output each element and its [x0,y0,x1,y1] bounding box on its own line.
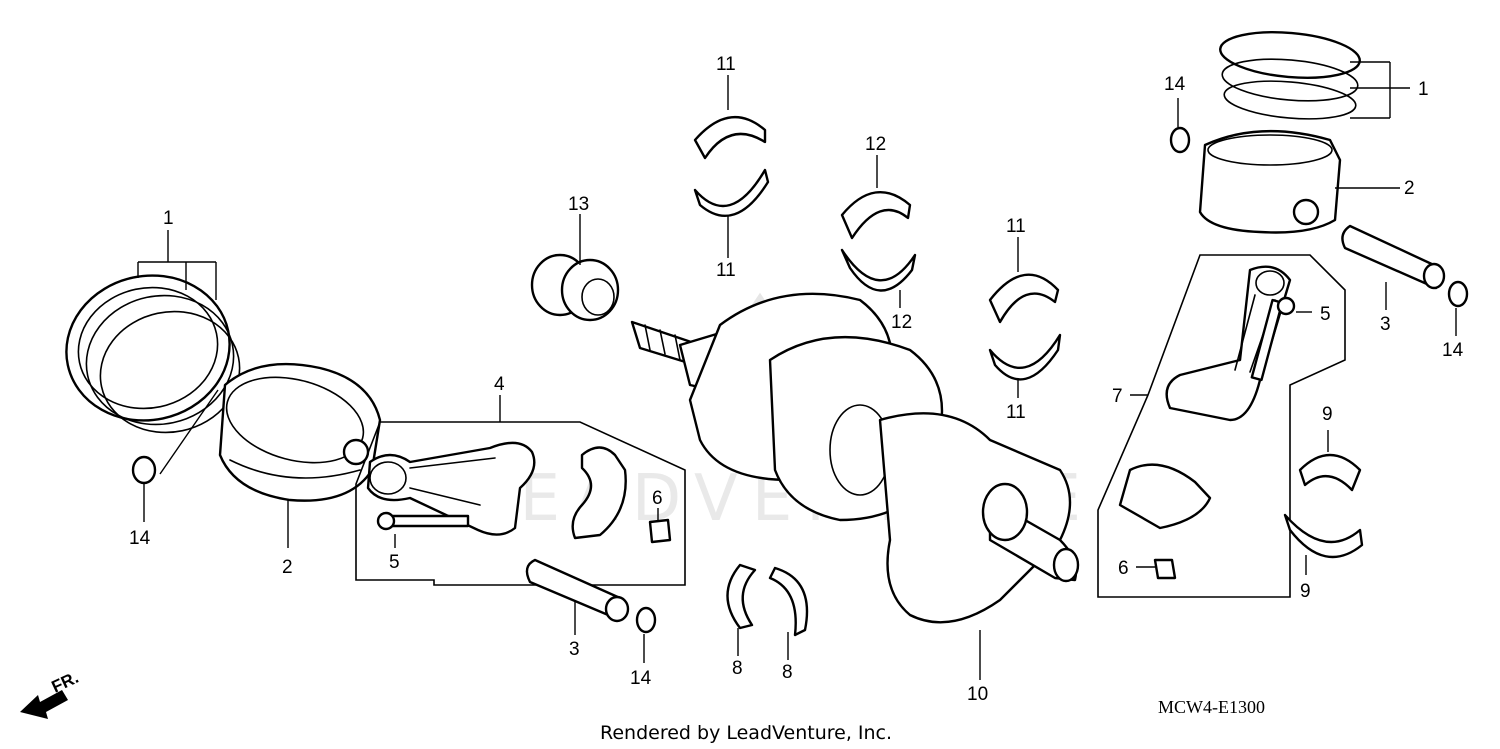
rod-bearing-left-b[interactable] [768,566,809,637]
rod-nut-right[interactable] [1153,558,1177,580]
callout-c8-right: 8 [782,662,793,683]
piston-pin-clip-left[interactable] [131,455,157,485]
connecting-rod-left[interactable] [366,441,536,536]
rod-nut-left[interactable] [648,518,672,544]
thrust-bearing-lower[interactable] [840,248,917,292]
callout-c3-left: 3 [569,639,580,660]
piston-rings-left[interactable] [53,261,251,446]
callout-c1-right: 1 [1418,79,1429,100]
callout-c14-right: 14 [1442,340,1464,361]
piston-right[interactable] [1198,129,1342,234]
piston-pin-clip-right[interactable] [1447,280,1469,308]
thrust-bearing-upper[interactable] [840,191,912,240]
callout-c14-left: 14 [129,528,151,549]
callout-c14-mid: 14 [630,668,652,689]
crankshaft-gear[interactable] [530,253,620,322]
callout-c2-left: 2 [282,557,293,578]
rod-cap-right[interactable] [1118,463,1212,530]
piston-rings-right[interactable] [1218,27,1361,124]
callout-c7: 7 [1112,386,1123,407]
crankshaft[interactable] [630,292,1080,624]
callout-c9-bottom: 9 [1300,581,1311,602]
connecting-rod-right[interactable] [1165,265,1292,422]
callout-c11-a: 11 [716,54,736,75]
main-bearing-lower-b[interactable] [988,333,1062,381]
piston-pin-clip-top[interactable] [1169,126,1191,154]
callout-c1-left: 1 [163,208,174,229]
callout-c8-left: 8 [732,658,743,679]
callout-c14-top: 14 [1164,74,1186,95]
callout-c12-top: 12 [865,134,886,155]
callout-c2-right: 2 [1404,178,1415,199]
piston-left[interactable] [217,362,382,502]
callout-c11-b: 11 [716,260,736,281]
callout-c9-top: 9 [1322,404,1333,425]
main-bearing-upper-a[interactable] [693,116,767,160]
connecting-rod-group-frame-right [1097,254,1346,598]
rod-bolt-right[interactable] [1250,296,1296,382]
piston-pin-right[interactable] [1341,224,1446,290]
callout-c6-right: 6 [1118,558,1129,579]
front-marker-label: FR. [49,668,82,697]
piston-pin-clip-mid[interactable] [635,606,657,634]
render-credit: Rendered by LeadVenture, Inc. [600,722,892,744]
callout-c13: 13 [568,194,589,215]
main-bearing-lower-a[interactable] [693,168,770,217]
rod-cap-left[interactable] [571,446,627,540]
callout-c11-d: 11 [1006,402,1026,423]
callout-c11-c: 11 [1006,216,1026,237]
main-bearing-upper-b[interactable] [988,273,1060,324]
rod-bearing-right-a[interactable] [1298,453,1362,492]
rod-bearing-right-b[interactable] [1283,513,1364,559]
piston-pin-left[interactable] [525,558,630,623]
callout-c3-right: 3 [1380,314,1391,335]
callout-c12-bottom: 12 [891,312,912,333]
callout-labels: 1 1 2 2 3 3 4 5 5 6 6 7 8 8 9 9 10 11 11… [129,54,1464,705]
connecting-rod-group-frame-left [355,421,686,586]
callout-c4: 4 [494,374,505,395]
callout-c5-right: 5 [1320,304,1331,325]
front-direction-arrow-icon [20,690,68,719]
callout-c10: 10 [967,684,988,705]
diagram-code: MCW4-E1300 [1158,697,1265,717]
rod-bearing-left-a[interactable] [726,563,757,630]
callout-c6-left: 6 [652,488,663,509]
rod-bolt-left[interactable] [376,511,470,531]
callout-c5-left: 5 [389,552,400,573]
